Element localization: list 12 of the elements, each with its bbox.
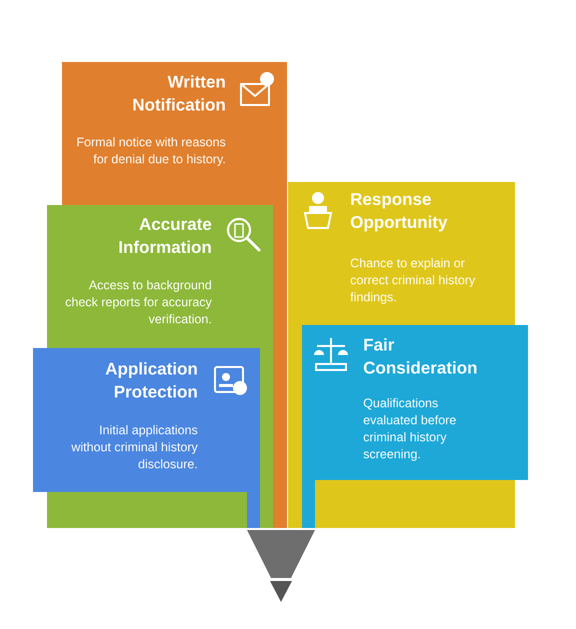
panel-text: Qualifications evaluated before criminal history screening.: [364, 398, 456, 461]
panel-title: Fair Consideration: [364, 338, 476, 374]
panel-text: Access to background check reports for accuracy verification.: [66, 280, 212, 324]
panel-text: Formal notice with reasons for denial due to history.: [77, 137, 226, 166]
panel-title: Response Opportunity: [350, 193, 448, 232]
panel-title: Written Notification: [133, 75, 225, 111]
panel-title: Application Protection: [106, 362, 197, 398]
step-panel: [302, 325, 528, 528]
panel-title: Accurate Information: [119, 218, 212, 254]
step-panel: [33, 348, 260, 528]
panel-text: Chance to explain or correct criminal history findings.: [350, 258, 476, 304]
panel-text: Initial applications without criminal history disclosure.: [71, 425, 198, 468]
